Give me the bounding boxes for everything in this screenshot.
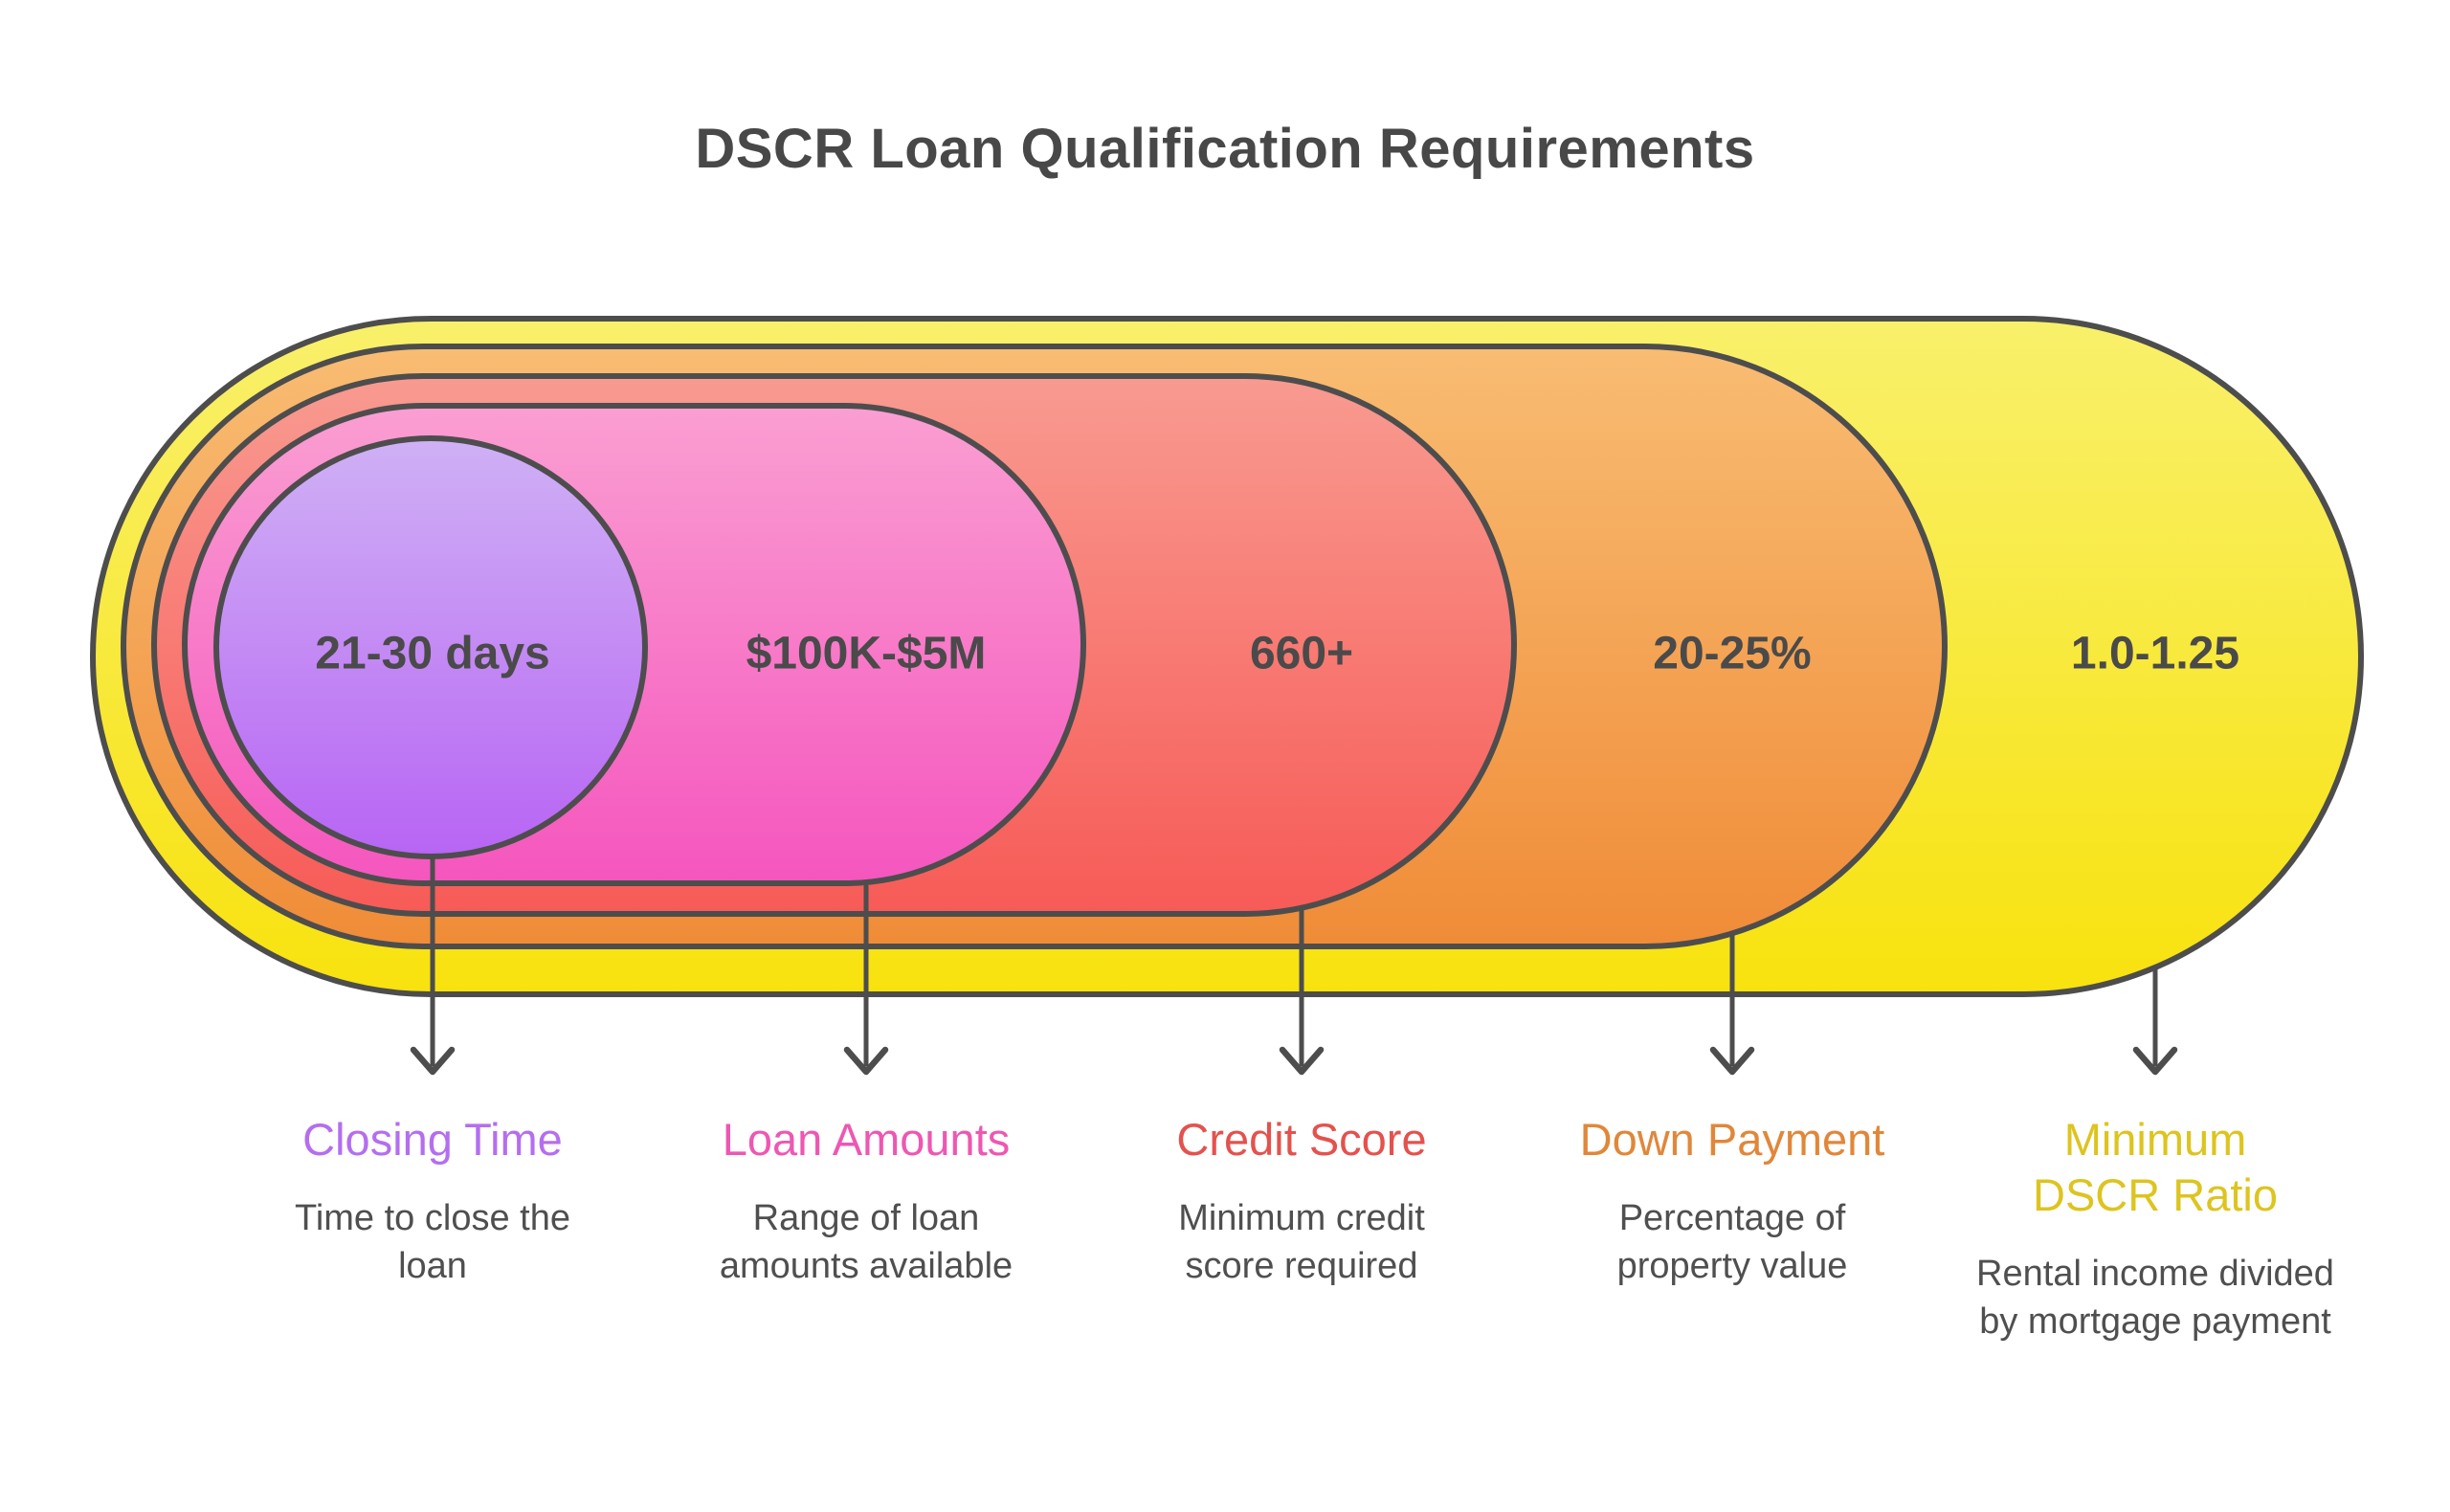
- value-closing-time: 21-30 days: [315, 628, 550, 679]
- page-title: DSCR Loan Qualification Requirements: [695, 118, 1755, 180]
- legend-title-minimum-dscr-ratio: Minimum DSCR Ratio: [2033, 1114, 2278, 1220]
- legend-title-loan-amounts: Loan Amounts: [722, 1114, 1011, 1165]
- legend-credit-score: Credit Score Minimum credit score requir…: [1134, 1112, 1469, 1290]
- value-loan-amounts: $100K-$5M: [746, 628, 987, 679]
- legend-desc-closing-time: Time to close the loan: [295, 1198, 570, 1286]
- legend-loan-amounts: Loan Amounts Range of loan amounts avail…: [699, 1112, 1034, 1290]
- legend-minimum-dscr-ratio: Minimum DSCR Ratio Rental income divided…: [1973, 1112, 2337, 1345]
- legend-title-down-payment: Down Payment: [1579, 1114, 1885, 1165]
- legend-desc-minimum-dscr-ratio: Rental income divided by mortgage paymen…: [1976, 1254, 2334, 1342]
- legend-desc-loan-amounts: Range of loan amounts available: [719, 1198, 1013, 1286]
- legend-desc-down-payment: Percentage of property value: [1616, 1198, 1848, 1286]
- legend-title-closing-time: Closing Time: [302, 1114, 563, 1165]
- legend-down-payment: Down Payment Percentage of property valu…: [1565, 1112, 1900, 1290]
- legend-desc-credit-score: Minimum credit score required: [1178, 1198, 1425, 1286]
- legend-closing-time: Closing Time Time to close the loan: [265, 1112, 600, 1290]
- value-down-payment: 20-25%: [1653, 628, 1812, 679]
- arrow-minimum-dscr-ratio: [2132, 967, 2178, 1076]
- legend-title-credit-score: Credit Score: [1176, 1114, 1427, 1165]
- ring-closing-time: [213, 435, 648, 859]
- value-minimum-dscr-ratio: 1.0-1.25: [2070, 628, 2240, 679]
- value-credit-score: 660+: [1249, 628, 1354, 679]
